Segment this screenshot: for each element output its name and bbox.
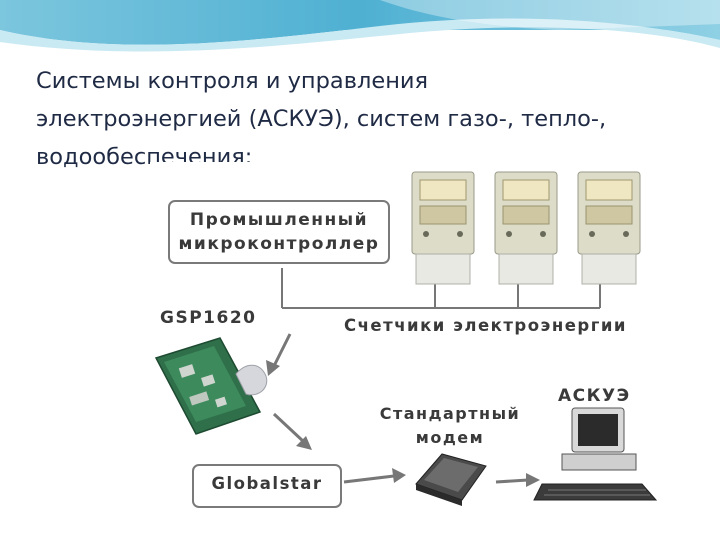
gsp1620-label: GSP1620 bbox=[160, 308, 257, 328]
globalstar-label: Globalstar bbox=[211, 474, 323, 493]
electricity-meter-icon bbox=[577, 171, 641, 285]
meters-label: Счетчики электроэнергии bbox=[344, 316, 627, 335]
header-wave bbox=[0, 0, 720, 52]
electricity-meter-icon bbox=[494, 171, 558, 285]
arrow-icon bbox=[272, 412, 312, 450]
arrow-icon bbox=[343, 468, 406, 484]
modem-line-2: модем bbox=[415, 428, 485, 447]
arrow-icon bbox=[266, 333, 292, 376]
slide-title: Системы контроля и управления электроэне… bbox=[36, 62, 696, 176]
controller-box: Промышленный микроконтроллер bbox=[168, 200, 390, 264]
askue-diagram: Промышленный микроконтроллер GSP1620 Сче… bbox=[150, 162, 666, 522]
controller-line-1: Промышленный bbox=[189, 210, 369, 230]
title-line-2: электроэнергией (АСКУЭ), систем газо-, т… bbox=[36, 106, 607, 132]
globalstar-box: Globalstar bbox=[192, 464, 342, 508]
controller-line-2: микроконтроллер bbox=[178, 234, 380, 254]
meter-bus-lines bbox=[281, 268, 601, 309]
electricity-meter-icon bbox=[411, 171, 475, 285]
gsp1620-board-icon bbox=[154, 337, 268, 435]
arrow-icon bbox=[495, 473, 540, 487]
title-line-1: Системы контроля и управления bbox=[36, 68, 429, 94]
modem-icon bbox=[415, 453, 487, 506]
computer-icon bbox=[533, 407, 658, 501]
modem-line-1: Стандартный bbox=[379, 404, 521, 423]
modem-label: Стандартный модем bbox=[370, 402, 530, 450]
askue-label: АСКУЭ bbox=[558, 386, 631, 406]
